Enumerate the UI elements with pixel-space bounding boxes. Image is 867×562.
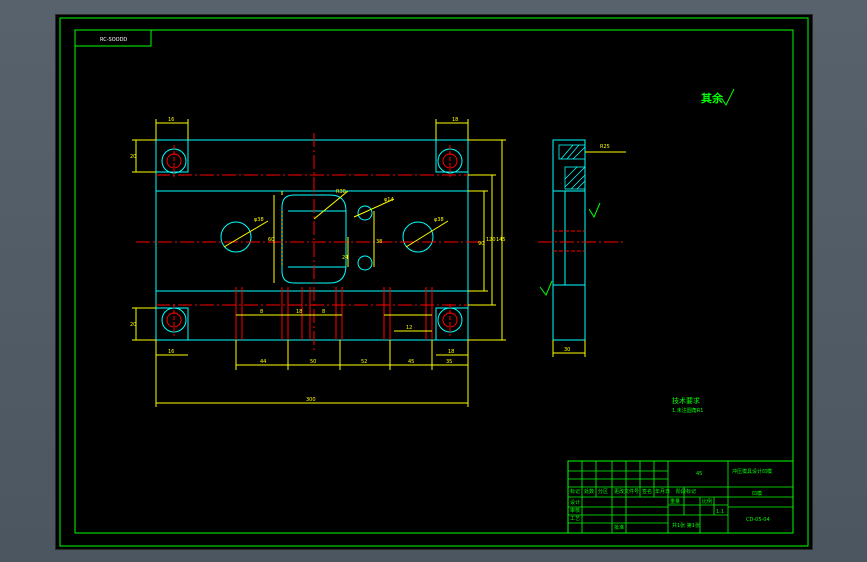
dim-right-3: 145	[496, 237, 506, 243]
dim-left-bottom: 20	[130, 322, 136, 328]
section-hatch	[558, 144, 586, 190]
dim-pin-1: 8	[260, 309, 263, 315]
dim-right-2: 120	[486, 237, 496, 243]
outer-frame	[59, 17, 809, 547]
role-design: 设计	[570, 499, 580, 506]
dim-chain-1: 44	[260, 359, 266, 365]
th-mark: 标记	[570, 488, 580, 495]
dimension-labels: 16 18 20 20 90 120 145 φ38 R30 φ14 φ38 6…	[130, 117, 506, 403]
dim-left-top: 20	[130, 154, 136, 160]
title-tag-text: RC-SOODD	[100, 37, 127, 43]
dim-hole-small: φ14	[384, 197, 394, 203]
cad-drawing-canvas[interactable]: RC-SOODD 其余	[55, 14, 813, 550]
title-block: 标记 处数 分区 更改文件号 签名 年月日 设计 审核 工艺 批准 阶段标记 重…	[567, 460, 794, 534]
roughness-note: 其余	[701, 91, 724, 105]
role-review: 审核	[570, 507, 580, 514]
dimension-lines	[132, 119, 506, 407]
pin-holes	[235, 287, 433, 340]
part-name: 凹模	[752, 490, 762, 497]
dim-hole-center: R30	[336, 189, 346, 195]
weight-label: 重量	[670, 498, 680, 505]
inner-frame	[74, 29, 794, 534]
drawing-title: 冲压模具设计凹模	[732, 468, 772, 475]
hole-right	[402, 221, 434, 253]
front-view: 16 18 20 20 90 120 145 φ38 R30 φ14 φ38 6…	[130, 117, 506, 407]
dim-chain-3: 52	[361, 359, 367, 365]
dim-pin-2: 18	[296, 309, 302, 315]
dim-right-1: 90	[478, 241, 484, 247]
plate-outline	[155, 139, 469, 341]
dim-chain-2: 50	[310, 359, 316, 365]
side-view: R25 30	[538, 139, 626, 357]
small-hole-bottom	[357, 255, 373, 271]
drawing-svg: RC-SOODD 其余	[59, 17, 809, 547]
th-count: 处数	[584, 488, 594, 495]
dim-inner-height: 24	[342, 255, 348, 261]
dim-top-left: 16	[168, 117, 174, 123]
dim-bottom-left: 16	[168, 349, 174, 355]
hole-left	[220, 221, 252, 253]
roughness-symbol-icon	[721, 88, 735, 106]
dim-top-right: 18	[452, 117, 458, 123]
dim-hole-right: φ38	[434, 217, 444, 223]
small-hole-top	[357, 205, 373, 221]
th-zone: 分区	[598, 488, 608, 495]
cavity-outline	[281, 194, 347, 284]
side-width-dim: 30	[564, 347, 570, 353]
tech-req-line: 1.未注圆角R1	[672, 407, 703, 414]
side-outline	[552, 139, 586, 341]
title-tag-box	[74, 29, 152, 47]
role-process: 工艺	[570, 516, 580, 522]
th-sign: 签名	[642, 488, 652, 495]
dim-chain-4: 45	[408, 359, 414, 365]
role-approve: 批准	[614, 524, 624, 531]
scale-label: 比例	[702, 498, 712, 505]
dim-bottom-right: 18	[448, 349, 454, 355]
tech-req-title: 技术要求	[672, 396, 700, 405]
dim-chain-5: 35	[446, 359, 452, 365]
dim-pin-3: 8	[322, 309, 325, 315]
th-change: 更改文件号	[614, 488, 639, 495]
side-note: R25	[600, 144, 610, 150]
th-date: 年月日	[655, 488, 670, 495]
dim-cavity-width: 38	[376, 239, 382, 245]
drawing-number: CD-05-04	[746, 517, 770, 523]
sheet-info: 共1张 第1张	[672, 522, 700, 529]
scale-value: 1:1	[716, 509, 724, 515]
dim-cavity-height: 60	[268, 237, 274, 243]
stage-label: 阶段标记	[676, 488, 696, 495]
material: 45	[696, 471, 702, 477]
dim-hole-left: φ38	[254, 217, 264, 223]
dim-overall: 300	[306, 397, 316, 403]
dim-pin-4: 12	[406, 325, 412, 331]
roughness-symbol-icon	[539, 280, 553, 296]
roughness-symbol-icon	[588, 202, 601, 219]
